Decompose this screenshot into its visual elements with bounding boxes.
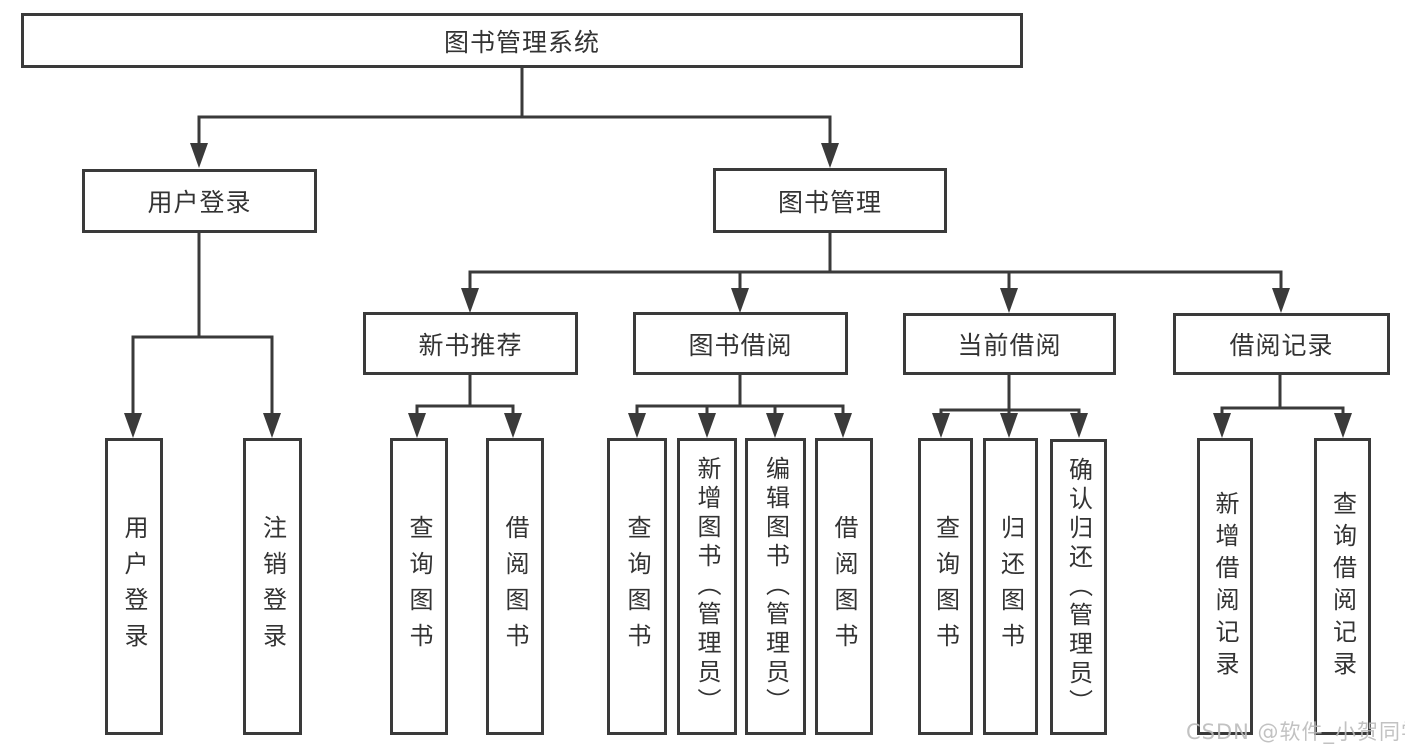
node-logout: 注销登录: [243, 438, 302, 735]
node-br-query-record-label: 查询借阅记录: [1328, 490, 1357, 683]
node-book-management-label: 图书管理: [777, 187, 882, 217]
connector-book-borrow-to-leaves: [628, 373, 852, 438]
node-root: 图书管理系统: [21, 13, 1023, 68]
connector-new-book-recommend-to-leaves: [408, 373, 522, 438]
node-bb-edit-books-admin-label: 编辑图书（管理员）: [761, 456, 790, 717]
node-br-add-record-label: 新增借阅记录: [1211, 490, 1239, 683]
node-bb-query-books-label: 查询图书: [623, 514, 651, 659]
node-br-add-record: 新增借阅记录: [1197, 438, 1253, 735]
node-br-query-record: 查询借阅记录: [1314, 438, 1371, 735]
node-new-book-recommend-label: 新书推荐: [418, 330, 523, 360]
node-bb-add-books-admin-label: 新增图书（管理员）: [693, 456, 721, 717]
node-current-borrow-label: 当前借阅: [957, 331, 1062, 360]
node-logout-label: 注销登录: [258, 514, 287, 659]
node-nbr-borrow-books: 借阅图书: [486, 438, 544, 735]
node-cb-confirm-return-admin: 确认归还（管理员）: [1050, 439, 1107, 735]
node-current-borrow: 当前借阅: [903, 313, 1116, 375]
node-book-management: 图书管理: [713, 168, 947, 233]
connector-user-login-to-leaves: [124, 231, 281, 438]
node-nbr-borrow-books-label: 借阅图书: [501, 514, 529, 659]
node-book-borrow: 图书借阅: [633, 312, 848, 375]
node-borrow-records-label: 借阅记录: [1229, 331, 1334, 360]
node-cb-query-books: 查询图书: [918, 438, 973, 735]
node-nbr-query-books: 查询图书: [390, 438, 448, 735]
connector-current-borrow-to-leaves: [932, 373, 1088, 438]
node-bb-query-books: 查询图书: [607, 438, 667, 735]
node-bb-add-books-admin: 新增图书（管理员）: [677, 438, 737, 735]
node-user-login-label: 用户登录: [147, 188, 252, 217]
node-nbr-query-books-label: 查询图书: [405, 514, 433, 659]
csdn-watermark: CSDN @软件_小贺同学: [1186, 720, 1405, 744]
node-new-book-recommend: 新书推荐: [363, 312, 578, 375]
node-user-login-leaf: 用户登录: [105, 438, 163, 735]
node-book-borrow-label: 图书借阅: [688, 330, 793, 360]
node-cb-return-books: 归还图书: [983, 438, 1038, 735]
node-borrow-records: 借阅记录: [1173, 313, 1390, 375]
node-cb-confirm-return-admin-label: 确认归还（管理员）: [1064, 456, 1093, 718]
node-bb-borrow-books: 借阅图书: [815, 438, 873, 735]
node-user-login: 用户登录: [82, 169, 317, 233]
connector-borrow-records-to-leaves: [1213, 373, 1352, 438]
node-root-label: 图书管理系统: [443, 27, 600, 57]
node-bb-edit-books-admin: 编辑图书（管理员）: [745, 438, 806, 735]
node-cb-query-books-label: 查询图书: [931, 514, 960, 659]
node-user-login-leaf-label: 用户登录: [120, 514, 148, 659]
node-bb-borrow-books-label: 借阅图书: [830, 514, 858, 659]
connector-root-to-level2: [190, 66, 839, 168]
connector-book-management-to-level3: [461, 231, 1290, 313]
node-cb-return-books-label: 归还图书: [996, 514, 1025, 659]
